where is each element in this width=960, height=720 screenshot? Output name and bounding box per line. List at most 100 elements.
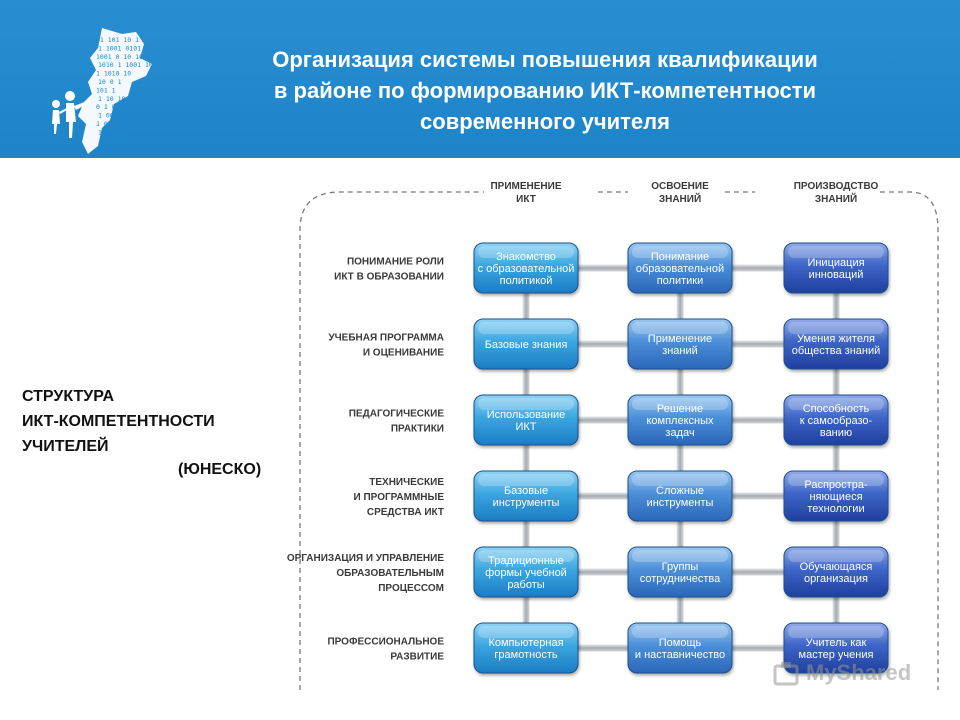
cell-highlight [478, 322, 574, 334]
cell-box [783, 242, 889, 294]
cell-highlight [478, 474, 574, 486]
cell-box [473, 242, 579, 294]
logo-binary-text: 1 00 11 [96, 120, 123, 128]
cell-highlight [788, 246, 884, 258]
cell-highlight [788, 398, 884, 410]
vertical-connector [676, 268, 684, 648]
competency-cell: Базовые знания [473, 318, 579, 370]
cell-highlight [632, 626, 728, 638]
cell-highlight [478, 550, 574, 562]
logo-binary-text: 101 1 [96, 86, 116, 94]
structure-caption: СТРУКТУРА ИКТ-КОМПЕТЕНТНОСТИ УЧИТЕЛЕЙ [22, 384, 215, 459]
cell-box [627, 622, 733, 674]
logo-binary-text: 1001 0 10 10 [96, 53, 143, 61]
cell-highlight [632, 550, 728, 562]
logo-binary-text: 1 00 1 [98, 112, 122, 120]
cell-highlight [478, 626, 574, 638]
cell-box [473, 470, 579, 522]
cell-box [627, 242, 733, 294]
caption-line: УЧИТЕЛЕЙ [22, 438, 109, 455]
caption-line: ИКТ-КОМПЕТЕНТНОСТИ [22, 413, 215, 430]
cell-box [783, 394, 889, 446]
cell-highlight [478, 398, 574, 410]
title-line: в районе по формированию ИКТ-компетентно… [273, 78, 817, 103]
vertical-connector [832, 268, 840, 648]
logo-binary-text: 0 1 0 [96, 103, 116, 111]
cell-box [627, 394, 733, 446]
logo-binary-text: 1 1001 0101 0 [98, 44, 149, 52]
cell-highlight [632, 398, 728, 410]
cell-highlight [632, 474, 728, 486]
cell-box [783, 546, 889, 598]
page-title: Организация системы повышения квалификац… [190, 44, 900, 137]
cell-highlight [788, 550, 884, 562]
logo-binary-text: 1 10 10 [98, 95, 125, 103]
title-line: Организация системы повышения квалификац… [272, 47, 818, 72]
logo-binary-text: 10 0 1 [98, 78, 122, 86]
cell-text: Базовые знания [485, 339, 568, 351]
caption-line: СТРУКТУРА [22, 388, 115, 405]
watermark-text: MyShared [806, 660, 912, 685]
cell-highlight [788, 322, 884, 334]
title-line: современного учителя [420, 109, 670, 134]
cell-highlight [788, 626, 884, 638]
cell-box [627, 470, 733, 522]
cell-highlight [632, 322, 728, 334]
cell-box [783, 318, 889, 370]
cell-box [627, 318, 733, 370]
header-shine [0, 0, 960, 158]
cell-box [473, 622, 579, 674]
logo-binary-text: 01 101 10 1 [96, 36, 139, 44]
vertical-connector [522, 268, 530, 648]
cell-box [783, 470, 889, 522]
logo-binary-text: 1010 1 1001 10 [98, 61, 153, 69]
logo-binary-text: 1 1010 10 [96, 70, 131, 78]
cell-box [473, 394, 579, 446]
